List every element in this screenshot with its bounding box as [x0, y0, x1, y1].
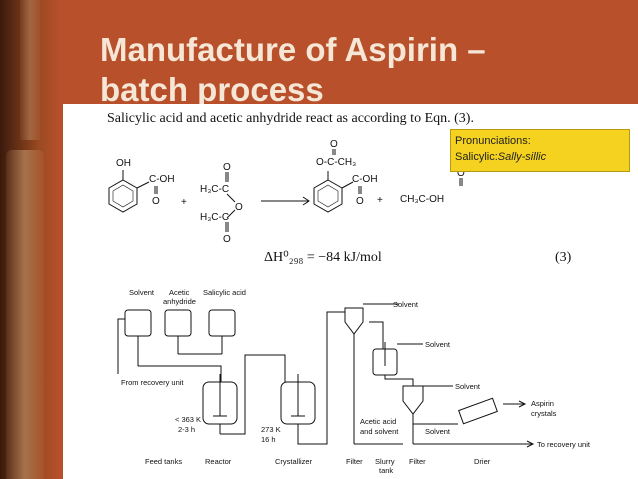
- plus-sign: +: [181, 197, 187, 208]
- solvent-label: Solvent: [425, 427, 451, 436]
- anhydride-label-2: anhydride: [163, 297, 196, 306]
- o-label: O: [235, 202, 243, 213]
- slide-title-line1: Manufacture of Aspirin –: [100, 31, 486, 68]
- cooh-label: C-OH: [149, 174, 175, 185]
- pronunciation-italic: Sally-sillic: [497, 151, 547, 163]
- scanned-document: Salicylic acid and acetic anhydride reac…: [63, 104, 638, 479]
- process-drawing: OH C-OH O O H₃C-C O H₃C-C O + O O-C-CH₃ …: [108, 139, 591, 475]
- solvent-label: Solvent: [393, 300, 419, 309]
- o-label: O: [457, 168, 465, 179]
- slurry-caption-2: tank: [379, 466, 393, 475]
- glass-tube-image: [20, 0, 40, 140]
- drier-drum: [458, 397, 498, 425]
- aspirin-label-2: crystals: [531, 409, 557, 418]
- crystallizer-caption: Crystallizer: [275, 457, 313, 466]
- filter-caption: Filter: [346, 457, 363, 466]
- feed-tank-solvent: [124, 309, 152, 337]
- o-label: O: [223, 234, 231, 245]
- slide-title: Manufacture of Aspirin – batch process: [100, 30, 620, 110]
- slurry-caption-1: Slurry: [375, 457, 395, 466]
- equation-number: (3): [555, 250, 572, 265]
- flow-diagram: [117, 303, 535, 448]
- plus-sign: +: [377, 195, 383, 206]
- solvent-label: Solvent: [425, 340, 451, 349]
- o-label: O: [330, 139, 338, 150]
- o-label: O: [356, 196, 364, 207]
- o-label: O: [223, 162, 231, 173]
- acetic-acid-label: CH₃C-OH: [400, 194, 444, 205]
- acetyl-label: O-C-CH₃: [316, 157, 356, 168]
- reaction-labels: OH C-OH O O H₃C-C O H₃C-C O + O O-C-CH₃ …: [116, 139, 465, 245]
- reactor-condition-2: 2-3 h: [178, 425, 195, 434]
- reaction-equation: [108, 149, 463, 232]
- flow-labels: Solvent Acetic anhydride Salicylic acid …: [121, 288, 591, 475]
- reactor-condition-1: < 363 K: [175, 415, 201, 424]
- cooh-label: C-OH: [352, 174, 378, 185]
- solvent-label: Solvent: [455, 382, 481, 391]
- reactor-caption: Reactor: [205, 457, 232, 466]
- feed-tank-salicylic: [208, 309, 236, 337]
- crystallizer-condition-1: 273 K: [261, 425, 281, 434]
- pronunciation-heading: Pronunciations:: [455, 135, 531, 147]
- feed-tank-anhydride: [164, 309, 192, 337]
- to-recovery-label: To recovery unit: [537, 440, 591, 449]
- decorative-background-strip: [0, 0, 60, 479]
- feed-tanks-caption: Feed tanks: [145, 457, 182, 466]
- h3c-label: H₃C-C: [200, 184, 229, 195]
- pronunciation-line: Salicylic:Sally-sillic: [455, 149, 625, 165]
- acetic-solvent-label-1: Acetic acid: [360, 417, 396, 426]
- intro-sentence: Salicylic acid and acetic anhydride reac…: [107, 111, 474, 126]
- pronunciation-prefix: Salicylic:: [455, 151, 498, 163]
- acetic-solvent-label-2: and solvent: [360, 427, 399, 436]
- drier-caption: Drier: [474, 457, 491, 466]
- solvent-label: Solvent: [129, 288, 155, 297]
- anhydride-label-1: Acetic: [169, 288, 190, 297]
- aspirin-label-1: Aspirin: [531, 399, 554, 408]
- slide-title-line2: batch process: [100, 71, 324, 108]
- salicylic-acid-label: Salicylic acid: [203, 288, 246, 297]
- filter-caption: Filter: [409, 457, 426, 466]
- glass-beaker-image: [6, 150, 44, 479]
- pronunciation-note: Pronunciations: Salicylic:Sally-sillic: [450, 129, 630, 172]
- filter-2: [402, 385, 424, 415]
- filter-1: [344, 307, 364, 335]
- enthalpy-equation: ΔH⁰₂₉₈ = −84 kJ/mol: [264, 250, 382, 265]
- crystallizer-condition-2: 16 h: [261, 435, 276, 444]
- from-recovery-label: From recovery unit: [121, 378, 184, 387]
- o-label: O: [152, 196, 160, 207]
- oh-label: OH: [116, 158, 131, 169]
- h3c-label: H₃C-C: [200, 212, 229, 223]
